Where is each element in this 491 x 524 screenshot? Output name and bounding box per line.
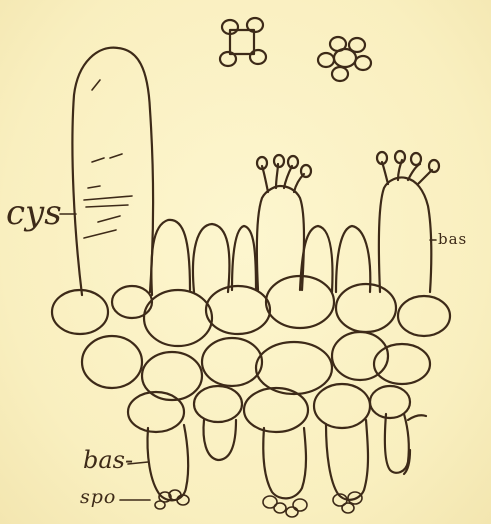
basal-spores: [155, 490, 362, 517]
cystidium: [72, 48, 153, 295]
label-basidium-left: bas-: [83, 448, 133, 472]
basal-hyphae: [148, 414, 427, 500]
label-cystidium: cys: [6, 196, 62, 230]
basidium-right: [377, 151, 439, 292]
paraphyses: [151, 220, 370, 295]
subhymenium-cells: [52, 276, 450, 432]
basidium-center: [257, 155, 311, 290]
spore-tetrad-cross: [318, 37, 371, 81]
spore-tetrad-square: [220, 18, 266, 66]
label-basidium-right: bas: [438, 232, 467, 247]
label-spores: spo: [80, 488, 116, 507]
